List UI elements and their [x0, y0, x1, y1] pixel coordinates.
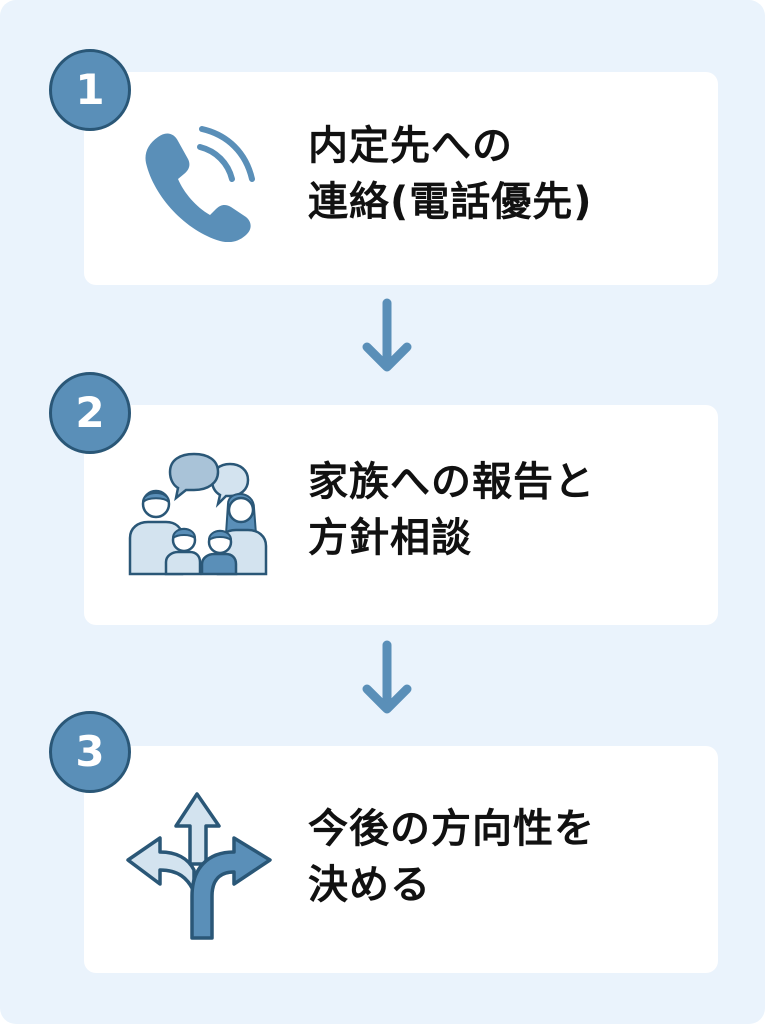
step-title-line: 連絡(電話優先)	[308, 179, 593, 225]
step-title: 今後の方向性を 決める	[308, 801, 595, 913]
step-number-badge-1: 1	[49, 49, 131, 131]
step-title-line: 決める	[308, 862, 431, 908]
step-title: 家族への報告と 方針相談	[308, 454, 595, 566]
step-title-line: 内定先への	[308, 123, 513, 169]
step-title-line: 今後の方向性を	[308, 806, 595, 852]
step-title-line: 家族への報告と	[308, 459, 595, 505]
step-number-badge-3: 3	[49, 711, 131, 793]
direction-arrows-icon	[126, 792, 272, 940]
step-card-1: 内定先への 連絡(電話優先)	[84, 72, 718, 285]
step-title: 内定先への 連絡(電話優先)	[308, 118, 593, 230]
arrow-down-icon	[362, 298, 412, 372]
step-card-3: 今後の方向性を 決める	[84, 746, 718, 973]
step-number-badge-2: 2	[49, 372, 131, 454]
phone-call-icon	[145, 126, 255, 242]
step-card-2: 家族への報告と 方針相談	[84, 405, 718, 625]
step-title-line: 方針相談	[308, 515, 472, 561]
arrow-down-icon	[362, 640, 412, 714]
family-discussion-icon	[128, 452, 268, 576]
